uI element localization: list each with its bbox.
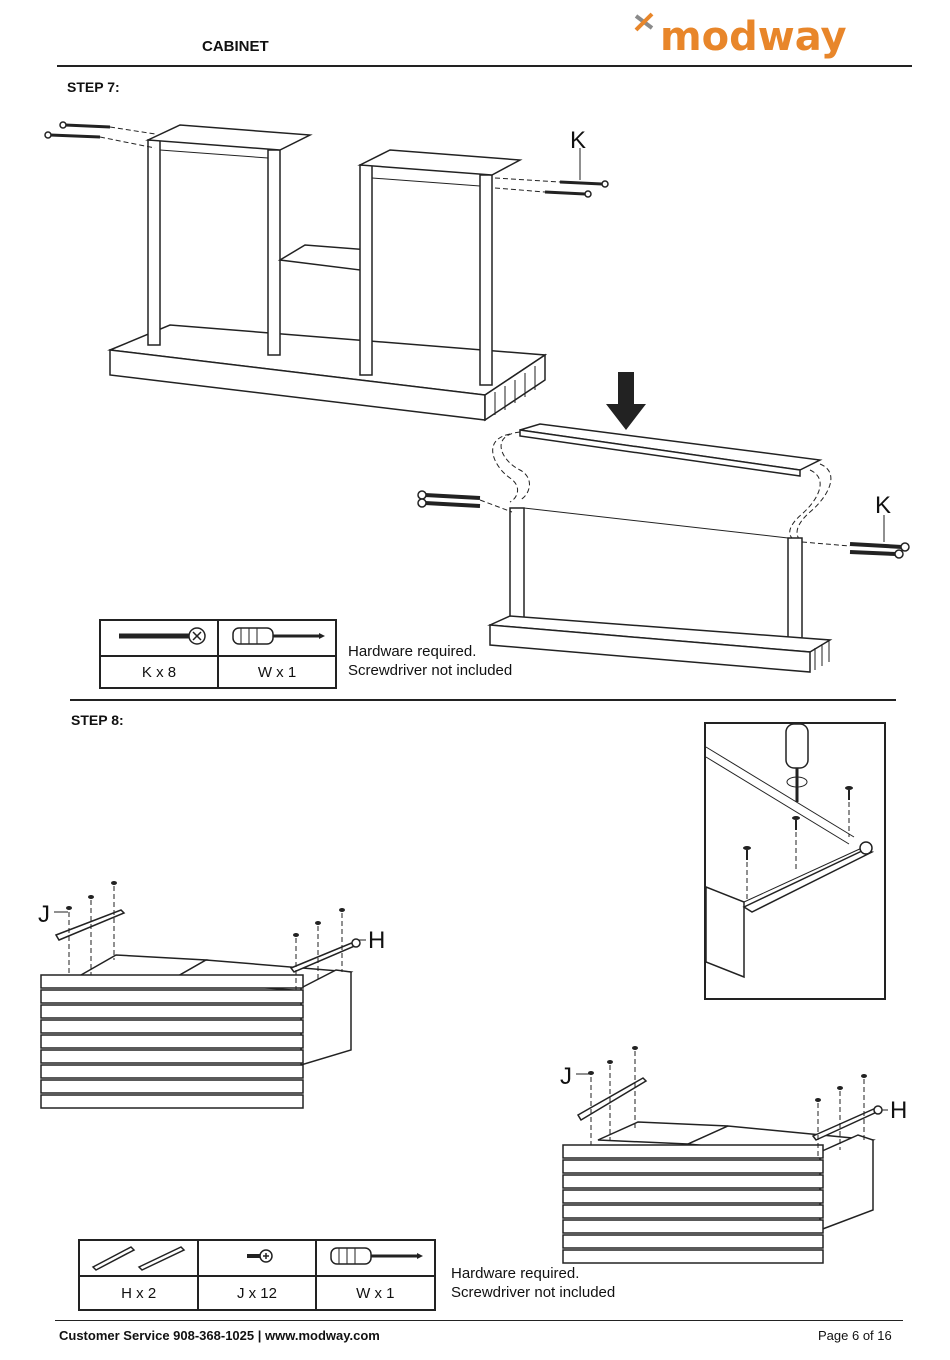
customer-service-text: Customer Service 908-368-1025 | www.modw… xyxy=(59,1328,380,1343)
screwdriver-not-included-text: Screwdriver not included xyxy=(348,661,512,680)
step8-drawer-left-illustration: J H xyxy=(36,880,406,1130)
screw-j-icon xyxy=(66,881,345,937)
hardware-k-cell xyxy=(100,620,218,656)
step7-hardware-note: Hardware required. Screwdriver not inclu… xyxy=(348,642,512,680)
hardware-j-quantity: J x 12 xyxy=(198,1276,315,1310)
callout-j: J xyxy=(560,1063,572,1090)
logo-wordmark: modway xyxy=(660,14,847,60)
step8-drawer-right-illustration: J H xyxy=(558,1040,918,1275)
step8-hardware-note: Hardware required. Screwdriver not inclu… xyxy=(451,1264,615,1302)
step8-label: STEP 8: xyxy=(71,712,124,728)
callout-h: H xyxy=(890,1097,907,1124)
drawer-front-slats xyxy=(563,1145,823,1263)
screwdriver-icon xyxy=(325,1244,425,1268)
hardware-required-text: Hardware required. xyxy=(348,642,512,661)
hardware-j-cell xyxy=(198,1240,315,1276)
slide-runner-h-icon xyxy=(89,1241,189,1271)
screw-k-icon xyxy=(545,181,608,197)
step7-cabinet-frame-illustration: K xyxy=(40,110,620,430)
hardware-required-text: Hardware required. xyxy=(451,1264,615,1283)
screwdriver-icon xyxy=(227,624,327,648)
screw-k-icon xyxy=(45,122,110,138)
footer-rule xyxy=(55,1320,903,1321)
hardware-k-quantity: K x 8 xyxy=(100,656,218,688)
step7-label: STEP 7: xyxy=(67,79,120,95)
screwdriver-not-included-text: Screwdriver not included xyxy=(451,1283,615,1302)
step-divider xyxy=(70,699,896,701)
drawer-front-slats xyxy=(41,975,303,1108)
document-title: CABINET xyxy=(202,38,269,55)
hardware-h-cell xyxy=(79,1240,198,1276)
callout-k: K xyxy=(570,127,586,154)
hardware-h-quantity: H x 2 xyxy=(79,1276,198,1310)
page-number: Page 6 of 16 xyxy=(818,1328,892,1343)
hardware-w-cell xyxy=(316,1240,435,1276)
screw-k-icon xyxy=(418,491,480,507)
step7-hardware-table: K x 8 W x 1 xyxy=(99,619,337,689)
step8-hardware-table: H x 2 J x 12 W x 1 xyxy=(78,1239,436,1311)
screw-j-icon xyxy=(237,1246,277,1266)
callout-k: K xyxy=(875,492,891,519)
step8-detail-inset xyxy=(704,722,886,1000)
callout-j: J xyxy=(38,901,50,928)
modway-logo: modway xyxy=(632,6,872,68)
callout-h: H xyxy=(368,927,385,954)
screw-j-icon xyxy=(588,1046,867,1102)
hardware-w-quantity: W x 1 xyxy=(218,656,336,688)
header-rule xyxy=(57,65,912,67)
screw-k-icon xyxy=(850,543,909,558)
hardware-w-cell xyxy=(218,620,336,656)
hardware-w-quantity: W x 1 xyxy=(316,1276,435,1310)
screw-k-icon xyxy=(109,624,209,648)
logo-star-icon xyxy=(636,14,652,30)
